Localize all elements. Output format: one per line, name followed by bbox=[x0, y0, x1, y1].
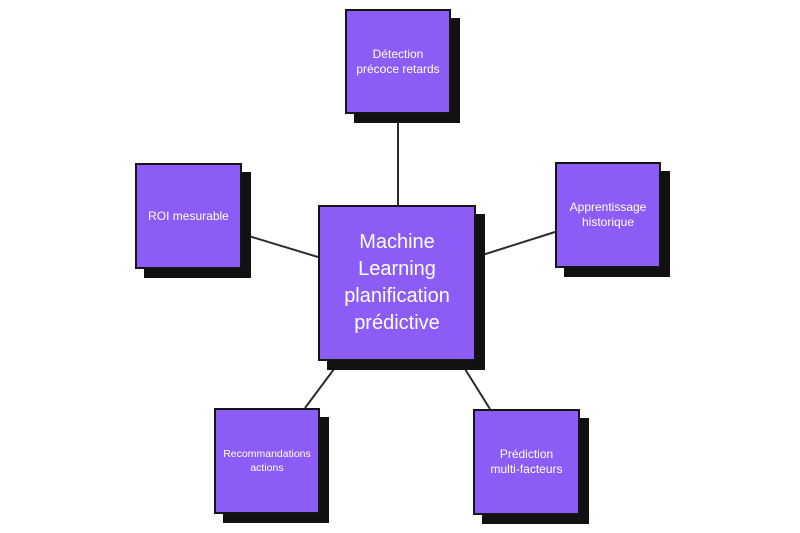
central-node-label: Machine Learning planification prédictiv… bbox=[344, 231, 450, 334]
node-label: ROI mesurable bbox=[148, 208, 229, 223]
node-prediction-multi-facteurs: Prédiction multi-facteurs bbox=[473, 409, 580, 515]
node-label: Détection précoce retards bbox=[356, 46, 440, 76]
connector-right bbox=[475, 231, 556, 258]
central-node-machine-learning: Machine Learning planification prédictiv… bbox=[318, 205, 476, 361]
node-recommandations-actions: Recommandations actions bbox=[214, 408, 320, 514]
node-apprentissage-historique: Apprentissage historique bbox=[555, 162, 661, 268]
node-label: Recommandations actions bbox=[223, 448, 311, 474]
node-label: Prédiction multi-facteurs bbox=[490, 447, 563, 476]
connector-left bbox=[241, 233, 319, 258]
node-label: Apprentissage historique bbox=[569, 200, 647, 229]
connector-bottom-right bbox=[459, 360, 491, 410]
node-roi-mesurable: ROI mesurable bbox=[135, 163, 242, 269]
connector-bottom-left bbox=[304, 360, 341, 409]
node-detection-precoce-retards: Détection précoce retards bbox=[345, 9, 451, 114]
